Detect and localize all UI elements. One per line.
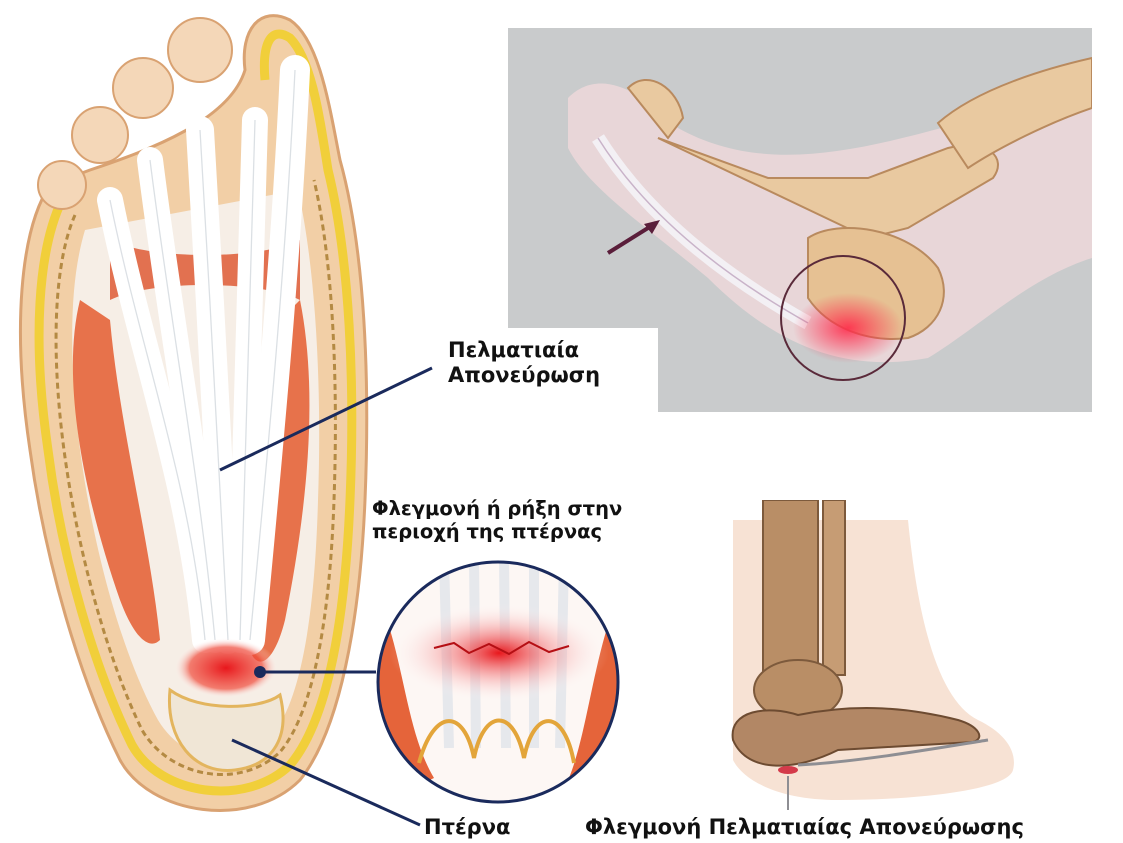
lateral-ankle-skeleton (718, 500, 1018, 810)
label-inflammation-line2: περιοχή της πτέρνας (372, 520, 622, 543)
zoom-inset-heel (374, 558, 622, 806)
label-heel: Πτέρνα (424, 815, 510, 840)
toe-2 (168, 18, 232, 82)
label-inflammation: Φλεγμονή ή ρήξη στην περιοχή της πτέρνας (372, 497, 622, 543)
heel-inflammation-marker (778, 766, 798, 774)
label-plantar-fascia-line2: Απονεύρωση (448, 363, 600, 388)
label-caption: Φλεγμονή Πελματιαίας Απονεύρωσης (585, 815, 1024, 840)
label-plantar-fascia-line1: Πελματιαία (448, 338, 600, 363)
toe-5 (38, 161, 86, 209)
label-plantar-fascia: Πελματιαία Απονεύρωση (448, 338, 600, 388)
toe-4 (72, 107, 128, 163)
foot-sole-illustration (0, 0, 400, 843)
label-inflammation-line1: Φλεγμονή ή ρήξη στην (372, 497, 622, 520)
toe-3 (113, 58, 173, 118)
